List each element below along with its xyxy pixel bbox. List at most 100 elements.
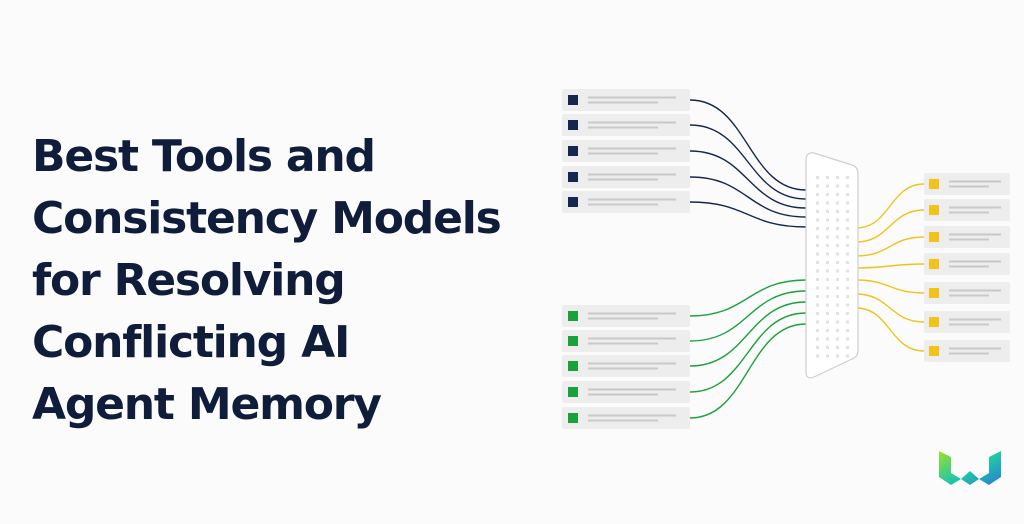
resolver-hub <box>805 152 859 379</box>
card-text-line <box>588 337 676 340</box>
card-text-line <box>588 126 658 129</box>
output-card-yellow <box>924 226 1010 248</box>
card-text-line <box>588 198 676 201</box>
connector-line <box>855 183 925 229</box>
connector-line <box>855 279 925 294</box>
hub-dot <box>836 176 839 179</box>
card-square-icon <box>929 259 939 269</box>
card-text-line <box>949 289 1001 292</box>
title-line: Agent Memory <box>32 379 382 430</box>
hub-dot <box>846 235 849 239</box>
card-background <box>562 381 690 403</box>
hub-dot <box>846 278 849 281</box>
card-background <box>562 355 690 377</box>
hub-dot <box>836 312 839 315</box>
card-text-line <box>588 101 658 104</box>
hub-dot <box>846 312 849 315</box>
hub-dot <box>826 201 829 205</box>
connector-line <box>689 279 807 317</box>
memory-cards <box>562 89 1010 429</box>
card-text-line <box>588 419 658 422</box>
hub-dot <box>846 193 849 196</box>
brand-w-logo-icon <box>939 451 1001 485</box>
connector-line <box>689 323 807 419</box>
hub-dot <box>826 354 829 358</box>
hub-dot <box>836 269 839 273</box>
card-text-line <box>588 147 676 150</box>
source-card-navy <box>562 166 690 188</box>
output-card-yellow <box>924 253 1010 275</box>
hub-dot <box>816 235 819 239</box>
card-text-line <box>588 203 658 206</box>
page-title: Best Tools and Consistency Models for Re… <box>32 126 522 436</box>
hub-dot <box>816 184 819 188</box>
hub-dot <box>846 354 849 358</box>
card-text-line <box>949 347 1001 350</box>
source-card-navy <box>562 89 690 111</box>
card-text-line <box>949 323 989 326</box>
connector-line <box>855 263 925 269</box>
hub-dot <box>846 346 849 349</box>
card-text-line <box>949 318 1001 321</box>
hub-dot <box>826 176 829 179</box>
hub-dot <box>836 346 839 349</box>
hub-dot <box>836 337 839 341</box>
card-square-icon <box>929 232 939 242</box>
card-square-icon <box>568 387 578 397</box>
hub-dot <box>846 269 849 273</box>
output-card-yellow <box>924 199 1010 221</box>
card-text-line <box>949 211 989 214</box>
card-text-line <box>588 121 676 124</box>
hub-dot <box>816 252 819 256</box>
hub-dot <box>816 176 819 179</box>
hub-dot <box>836 261 839 264</box>
card-background <box>924 173 1010 195</box>
card-text-line <box>588 393 658 396</box>
card-text-line <box>949 352 989 355</box>
hub-dot <box>826 329 829 332</box>
hub-dot <box>846 176 849 179</box>
title-line: Conflicting AI <box>32 317 350 368</box>
hub-dot <box>826 278 829 281</box>
card-square-icon <box>929 179 939 189</box>
hub-dot <box>826 269 829 273</box>
hub-dot <box>836 218 839 222</box>
output-card-yellow <box>924 282 1010 304</box>
card-background <box>924 226 1010 248</box>
hub-dot <box>836 235 839 239</box>
card-background <box>562 305 690 327</box>
hub-dot <box>826 286 829 290</box>
hub-dot <box>836 320 839 324</box>
card-text-line <box>949 294 989 297</box>
hub-dot <box>816 329 819 332</box>
card-text-line <box>949 180 1001 183</box>
hub-dot <box>846 320 849 324</box>
hub-dot <box>816 244 819 247</box>
hub-dot <box>846 303 849 307</box>
hub-dot <box>816 286 819 290</box>
card-text-line <box>949 206 1001 209</box>
hub-dot <box>826 210 829 213</box>
hub-dot <box>816 210 819 213</box>
source-card-green <box>562 355 690 377</box>
hub-dot <box>816 337 819 341</box>
hub-dot <box>846 218 849 222</box>
connector-line <box>689 312 807 393</box>
connector-line <box>855 307 925 352</box>
hub-dot <box>826 261 829 264</box>
title-line: Best Tools and <box>32 131 376 182</box>
connector-line <box>689 290 807 342</box>
hub-dot <box>816 320 819 324</box>
card-text-line <box>588 317 658 320</box>
card-square-icon <box>568 197 578 207</box>
card-text-line <box>949 265 989 268</box>
card-square-icon <box>929 317 939 327</box>
hub-dot <box>846 337 849 341</box>
card-background <box>924 282 1010 304</box>
hub-dot <box>816 278 819 281</box>
hub-dot <box>836 278 839 281</box>
card-background <box>562 140 690 162</box>
hub-dot <box>836 210 839 213</box>
hub-dot <box>826 295 829 298</box>
source-card-navy <box>562 191 690 213</box>
